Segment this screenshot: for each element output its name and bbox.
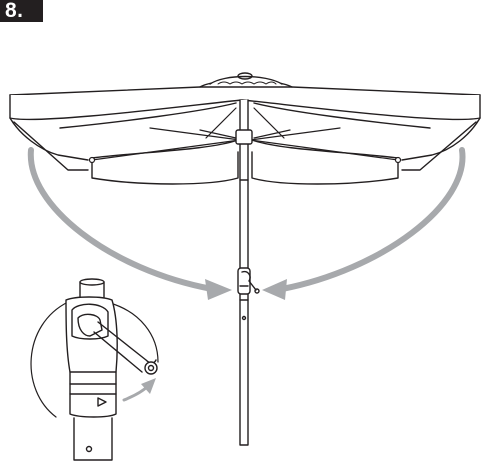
rotate-arrow-left bbox=[27, 147, 232, 300]
crank-rotate-arrow bbox=[122, 378, 156, 402]
umbrella-canopy bbox=[9, 72, 481, 185]
rotate-arrow-right bbox=[262, 147, 466, 300]
crank-detail-magnifier bbox=[30, 278, 159, 461]
crank-handle bbox=[237, 267, 260, 295]
step-number-badge: 8. bbox=[0, 0, 43, 22]
umbrella-ribs bbox=[88, 107, 402, 164]
